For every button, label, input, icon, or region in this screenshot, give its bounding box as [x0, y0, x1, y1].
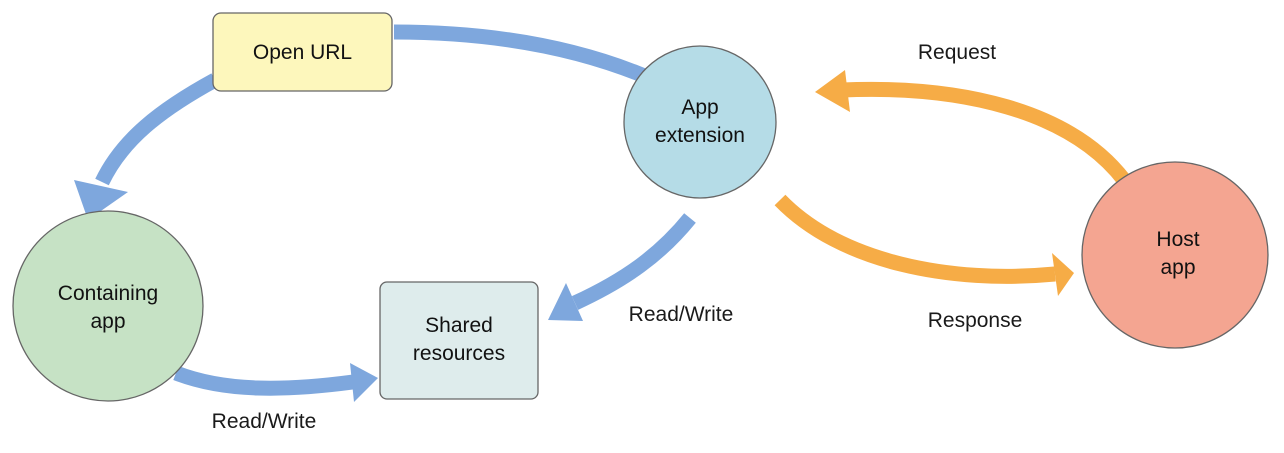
- open-url-label: Open URL: [253, 41, 352, 64]
- app-extension-circle: [623, 45, 777, 199]
- arrow-open-url-shaft-left: [95, 73, 219, 186]
- node-app-extension: App extension: [623, 45, 777, 199]
- arrow-ext-rw-shaft: [571, 213, 696, 310]
- shared-resources-label: Shared: [425, 314, 493, 337]
- arrow-containing-rw-head: [350, 363, 378, 402]
- response-label: Response: [928, 309, 1023, 332]
- app-extension-label: App: [681, 96, 718, 119]
- arrow-open-url-shaft: [393, 24, 669, 92]
- arrow-response-shaft: [774, 194, 1056, 284]
- read-write-extension-label: Read/Write: [629, 303, 734, 326]
- arrow-response-head: [1052, 253, 1074, 296]
- host-app-circle: [1081, 161, 1269, 349]
- app-extension-label-line2: extension: [655, 124, 745, 147]
- arrow-containing-rw-shaft: [173, 365, 354, 396]
- request-label: Request: [918, 41, 996, 64]
- arrow-ext-rw-head: [548, 283, 583, 321]
- node-shared-resources: Shared resources: [379, 281, 539, 400]
- host-app-label-line2: app: [1160, 256, 1195, 279]
- containing-app-label: Containing: [58, 282, 158, 305]
- host-app-label: Host: [1156, 228, 1199, 251]
- node-containing-app: Containing app: [12, 210, 204, 402]
- node-open-url: Open URL: [212, 12, 393, 92]
- arrow-open-url-head: [74, 180, 128, 220]
- arrow-request-head: [815, 70, 850, 112]
- containing-app-circle: [12, 210, 204, 402]
- read-write-containing-label: Read/Write: [212, 410, 317, 433]
- arrow-request-shaft: [841, 81, 1130, 185]
- open-url-box: [212, 12, 393, 92]
- shared-resources-box: [379, 281, 539, 400]
- containing-app-label-line2: app: [90, 310, 125, 333]
- arrows: [74, 24, 1130, 402]
- node-host-app: Host app: [1081, 161, 1269, 349]
- shared-resources-label-line2: resources: [413, 342, 505, 365]
